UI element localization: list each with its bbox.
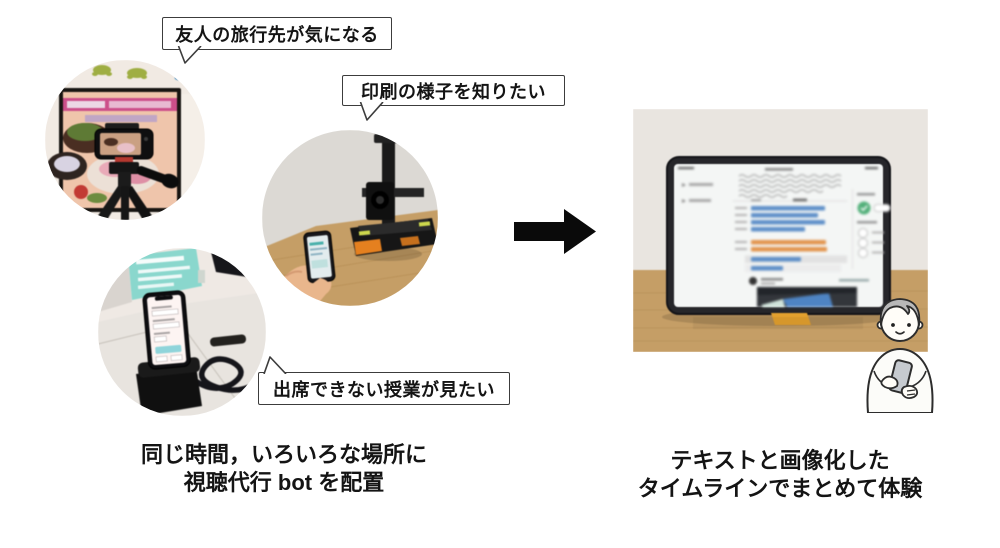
right-panel [852,189,891,269]
bubble-text: 友人の旅行先が気になる [175,24,379,45]
handwritten-notes [738,174,842,198]
timeline-row-labels [735,207,747,250]
tablet-stand [771,313,811,325]
phone-on-mount [94,123,154,164]
caption-left-line1: 同じ時間，いろいろな場所に [140,442,427,467]
person-with-phone-illustration [866,298,934,413]
printer-scene [262,130,438,306]
left-hand [880,375,899,390]
bubble-tail-up-icon [263,355,287,374]
speech-bubble-travel: 友人の旅行先が気になる [162,17,392,50]
photo-tablet-timeline [633,109,928,352]
bubble-text: 出席できない授業が見たい [273,379,495,400]
bubble-tail-down-icon [359,102,384,122]
embedded-photo [757,287,857,307]
right-hand [900,384,919,400]
3d-printer [350,134,438,256]
speech-bubble-printing: 印刷の様子を知りたい [342,75,565,106]
timeline-bars [751,206,827,271]
photo-phone-stand [98,248,266,416]
coiled-cable [191,356,265,393]
tablet-scene [633,109,928,352]
tv-scene [45,60,205,220]
left-sidebar [682,183,713,203]
caption-left: 同じ時間，いろいろな場所に 視聴代行 bot を配置 [134,441,434,496]
phone-in-stand [136,290,202,416]
right-arrow-icon [514,209,596,254]
photo-tv-phone-tripod [45,60,205,220]
hair [879,298,921,326]
speech-bubble-lecture: 出席できない授業が見たい [258,372,510,405]
bubble-text: 印刷の様子を知りたい [361,81,546,102]
post-row [749,277,869,285]
frog-figurines [92,65,147,79]
bubble-tail-down-icon [177,46,202,65]
tripod [95,162,179,220]
caption-left-line2: 視聴代行 bot を配置 [183,469,385,495]
teal-sign [128,248,202,300]
tablet-screen-content [678,167,891,307]
stand-scene [98,248,266,416]
caption-right-line1: テキストと画像化した [670,448,890,473]
photo-3d-printer [262,130,438,306]
caption-right: テキストと画像化した タイムラインでまとめて体験 [630,447,930,502]
caption-right-line2: タイムラインでまとめて体験 [637,475,923,501]
